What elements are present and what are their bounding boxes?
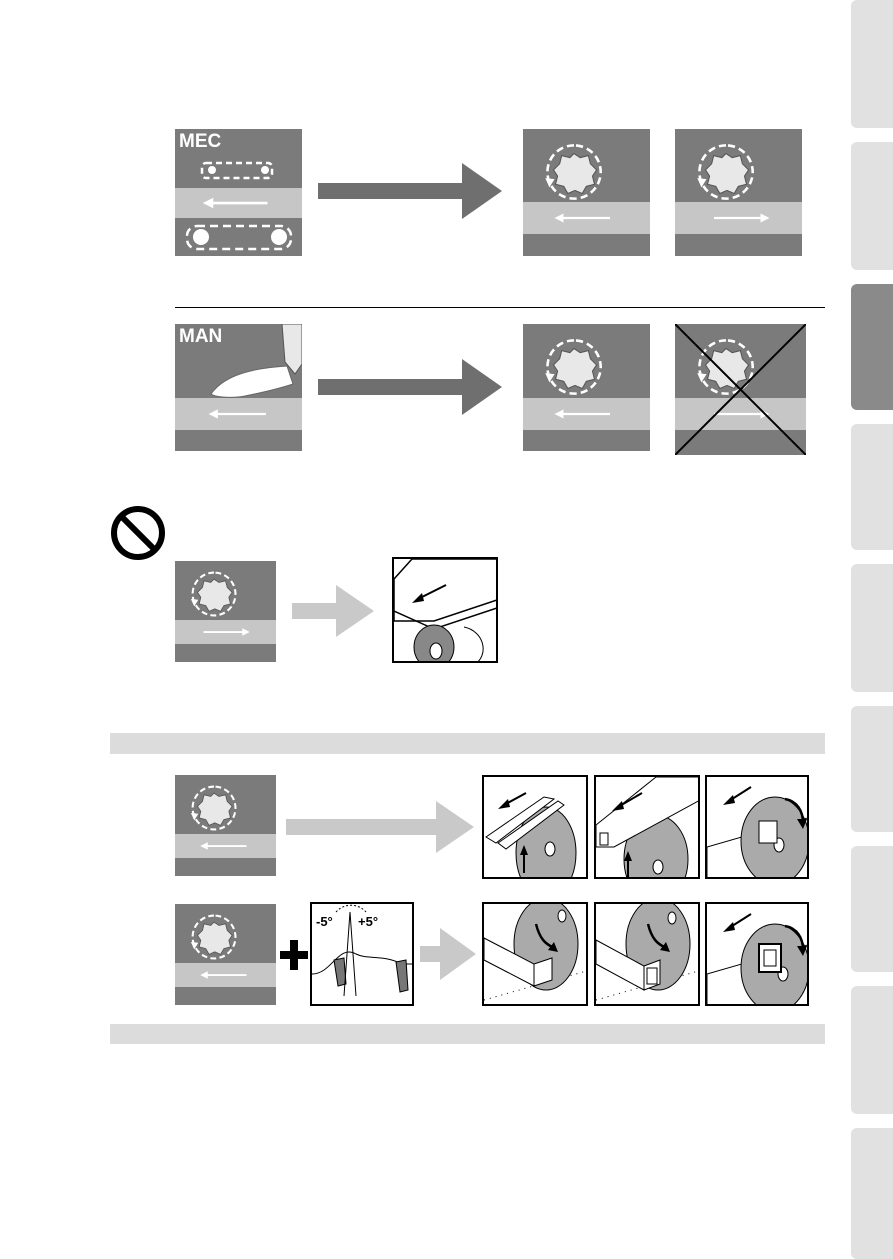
- divider: [175, 307, 825, 308]
- side-tab-8[interactable]: [851, 986, 893, 1114]
- cut-profile-solid: [482, 902, 588, 1006]
- angle-minus-label: -5°: [316, 914, 333, 929]
- section-bar-top: [110, 733, 825, 754]
- side-tab-3-active[interactable]: [851, 284, 893, 410]
- angle-plus-label: +5°: [358, 914, 378, 929]
- side-tab-1[interactable]: [851, 0, 893, 128]
- blade-tile-row3: [175, 775, 276, 876]
- side-tab-5[interactable]: [851, 564, 893, 692]
- cut-profile-tube: [594, 902, 700, 1006]
- plus-icon: [280, 940, 308, 970]
- arrow-right-icon: [318, 359, 502, 415]
- prohibited-saw-illustration: [392, 557, 498, 663]
- side-tab-2[interactable]: [851, 142, 893, 270]
- cut-profile-block: [594, 775, 700, 879]
- side-tab-7[interactable]: [851, 846, 893, 972]
- arrow-right-icon: [318, 163, 502, 219]
- arrow-right-light-icon: [292, 585, 374, 637]
- cut-profile-cube: [705, 775, 809, 879]
- cut-profile-bar: [482, 775, 588, 879]
- side-tab-6[interactable]: [851, 706, 893, 832]
- prohibited-icon: [110, 505, 166, 561]
- tooth-angle-detail: -5° +5°: [310, 902, 414, 1006]
- side-tab-4[interactable]: [851, 424, 893, 550]
- blade-tile-row4: [175, 904, 276, 1005]
- section-bar-bottom: [110, 1024, 825, 1044]
- arrow-right-light-icon: [286, 801, 474, 853]
- clamp-icon: [175, 129, 302, 256]
- mec-tile: MEC: [175, 129, 302, 256]
- blade-tile-climb-man: [523, 324, 650, 451]
- blade-tile-conventional-crossed: [675, 324, 806, 455]
- arrow-right-light-icon: [420, 928, 476, 980]
- blade-tile-conventional: [675, 129, 802, 256]
- blade-tile-climb: [523, 129, 650, 256]
- blade-tile-prohibited: [175, 561, 276, 662]
- hand-icon: [175, 324, 302, 451]
- man-tile: MAN: [175, 324, 302, 451]
- side-tab-9[interactable]: [851, 1128, 893, 1259]
- cut-profile-hollow-cube: [705, 902, 809, 1006]
